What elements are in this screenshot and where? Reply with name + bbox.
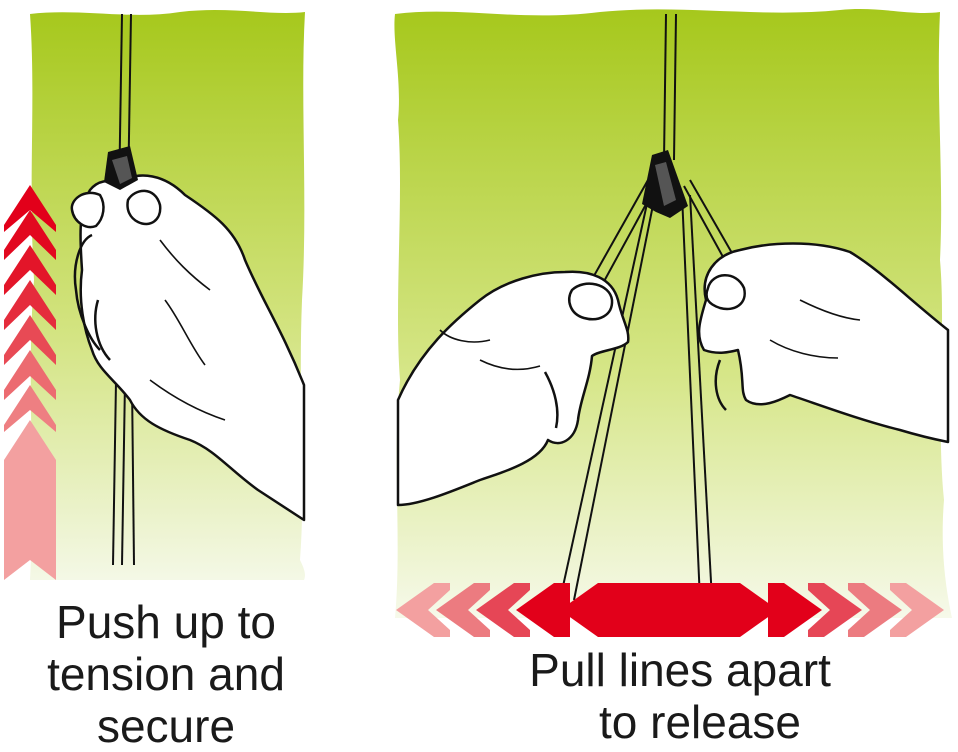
left-right-chevron-stack-icon (396, 583, 944, 637)
right-caption-line-1: Pull lines apart (529, 644, 831, 696)
left-panel-caption: Push up to tension and secure (8, 596, 324, 752)
left-hand (70, 174, 306, 522)
right-caption-line-2: to release (598, 696, 801, 748)
left-caption-line-2: tension and (47, 648, 285, 700)
right-panel-right-hand (697, 242, 950, 444)
right-panel (394, 9, 952, 637)
left-panel (4, 10, 306, 580)
right-panel-left-hand (396, 270, 630, 507)
up-chevron-stack-icon (4, 185, 56, 580)
right-lines-top (663, 13, 677, 161)
left-caption-line-3: secure (96, 700, 236, 752)
right-panel-background (394, 9, 952, 619)
left-caption-line-1: Push up to (56, 596, 276, 648)
right-lines-v (559, 179, 737, 601)
right-panel-caption: Pull lines apart to release (470, 644, 890, 748)
